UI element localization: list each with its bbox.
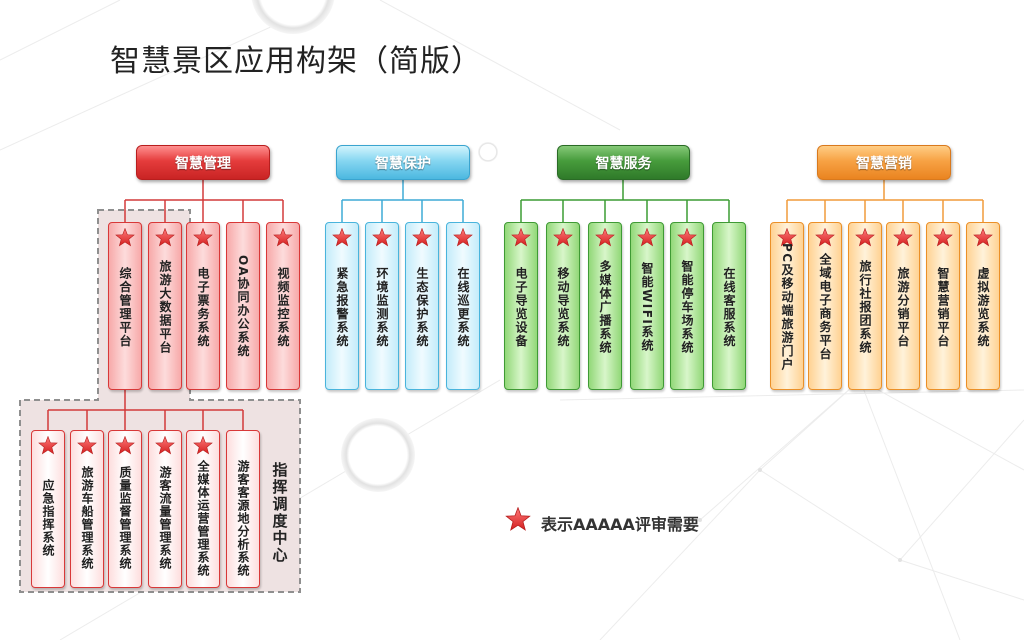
star-icon bbox=[412, 227, 432, 248]
system-label: 旅游车船管理系统 bbox=[80, 466, 94, 570]
star-icon bbox=[553, 227, 573, 248]
system-box: 智慧营销平台 bbox=[926, 222, 960, 390]
system-label: 智能停车场系统 bbox=[680, 259, 694, 355]
star-icon bbox=[933, 227, 953, 248]
connector-protection bbox=[341, 180, 464, 222]
star-icon bbox=[155, 435, 175, 456]
system-box: 紧急报警系统 bbox=[325, 222, 359, 390]
system-label: 电子票务系统 bbox=[196, 266, 210, 348]
system-label: 紧急报警系统 bbox=[335, 266, 349, 348]
command-center-label: 指挥调度中心 bbox=[270, 462, 289, 564]
system-box: OA协同办公系统 bbox=[226, 222, 260, 390]
system-label: 旅游大数据平台 bbox=[158, 259, 172, 355]
star-icon bbox=[511, 227, 531, 248]
system-box: 在线客服系统 bbox=[712, 222, 746, 390]
star-icon bbox=[893, 227, 913, 248]
star-icon bbox=[973, 227, 993, 248]
system-box: 移动导览系统 bbox=[546, 222, 580, 390]
system-box: 旅游车船管理系统 bbox=[70, 430, 104, 588]
system-box: 旅行社报团系统 bbox=[848, 222, 882, 390]
star-icon bbox=[372, 227, 392, 248]
system-label: 电子导览设备 bbox=[514, 266, 528, 348]
system-label: 智能WIFI系统 bbox=[640, 261, 654, 353]
star-icon bbox=[115, 227, 135, 248]
system-box: 电子导览设备 bbox=[504, 222, 538, 390]
star-icon bbox=[77, 435, 97, 456]
system-label: 全媒体运营管理系统 bbox=[196, 459, 210, 577]
system-label: 智慧营销平台 bbox=[936, 266, 950, 348]
system-box: 生态保护系统 bbox=[405, 222, 439, 390]
system-box: 旅游分销平台 bbox=[886, 222, 920, 390]
system-label: 旅行社报团系统 bbox=[858, 259, 872, 355]
connector-marketing bbox=[786, 180, 984, 222]
system-label: 综合管理平台 bbox=[118, 266, 132, 348]
system-box: PC及移动端旅游门户 bbox=[770, 222, 804, 390]
system-label: 游客客源地分析系统 bbox=[236, 459, 250, 577]
system-label: 在线巡更系统 bbox=[456, 266, 470, 348]
category-header-service: 智慧服务 bbox=[557, 145, 690, 180]
star-icon bbox=[193, 227, 213, 248]
system-label: 质量监督管理系统 bbox=[118, 466, 132, 570]
decor-circle bbox=[478, 142, 498, 162]
connector-management bbox=[47, 180, 284, 430]
system-label: 生态保护系统 bbox=[415, 266, 429, 348]
star-icon bbox=[453, 227, 473, 248]
system-box: 智能WIFI系统 bbox=[630, 222, 664, 390]
star-icon bbox=[677, 227, 697, 248]
system-box: 视频监控系统 bbox=[266, 222, 300, 390]
star-icon bbox=[637, 227, 657, 248]
star-icon bbox=[115, 435, 135, 456]
system-label: 全域电子商务平台 bbox=[818, 253, 832, 361]
background-dots bbox=[698, 378, 902, 562]
star-icon bbox=[155, 227, 175, 248]
star-icon bbox=[505, 506, 531, 533]
system-label: OA协同办公系统 bbox=[236, 255, 250, 359]
system-label: PC及移动端旅游门户 bbox=[780, 242, 794, 372]
system-label: 视频监控系统 bbox=[276, 266, 290, 348]
system-label: 多媒体广播系统 bbox=[598, 259, 612, 355]
star-icon bbox=[777, 227, 797, 248]
decor-circle bbox=[341, 418, 415, 492]
category-header-management: 智慧管理 bbox=[136, 145, 270, 180]
star-icon bbox=[332, 227, 352, 248]
category-header-protection: 智慧保护 bbox=[336, 145, 470, 180]
star-icon bbox=[815, 227, 835, 248]
system-box: 全域电子商务平台 bbox=[808, 222, 842, 390]
star-icon bbox=[855, 227, 875, 248]
system-box: 质量监督管理系统 bbox=[108, 430, 142, 588]
system-label: 游客流量管理系统 bbox=[158, 466, 172, 570]
star-icon bbox=[595, 227, 615, 248]
system-label: 在线客服系统 bbox=[722, 266, 736, 348]
system-box: 旅游大数据平台 bbox=[148, 222, 182, 390]
system-box: 应急指挥系统 bbox=[31, 430, 65, 588]
page-title: 智慧景区应用构架（简版） bbox=[110, 44, 482, 79]
category-header-marketing: 智慧营销 bbox=[817, 145, 951, 180]
system-box: 电子票务系统 bbox=[186, 222, 220, 390]
system-box: 游客流量管理系统 bbox=[148, 430, 182, 588]
star-icon bbox=[38, 435, 58, 456]
system-box: 智能停车场系统 bbox=[670, 222, 704, 390]
system-box: 全媒体运营管理系统 bbox=[186, 430, 220, 588]
system-box: 环境监测系统 bbox=[365, 222, 399, 390]
star-icon bbox=[193, 435, 213, 456]
system-label: 移动导览系统 bbox=[556, 266, 570, 348]
system-label: 旅游分销平台 bbox=[896, 266, 910, 348]
star-icon bbox=[273, 227, 293, 248]
system-box: 在线巡更系统 bbox=[446, 222, 480, 390]
system-label: 虚拟游览系统 bbox=[976, 266, 990, 348]
decor-circle bbox=[251, 0, 335, 34]
system-label: 环境监测系统 bbox=[375, 266, 389, 348]
system-label: 应急指挥系统 bbox=[41, 479, 55, 557]
system-box: 综合管理平台 bbox=[108, 222, 142, 390]
system-box: 游客客源地分析系统 bbox=[226, 430, 260, 588]
connector-service bbox=[520, 180, 730, 222]
system-box: 虚拟游览系统 bbox=[966, 222, 1000, 390]
system-box: 多媒体广播系统 bbox=[588, 222, 622, 390]
legend-label: 表示AAAAA评审需要 bbox=[541, 515, 699, 534]
